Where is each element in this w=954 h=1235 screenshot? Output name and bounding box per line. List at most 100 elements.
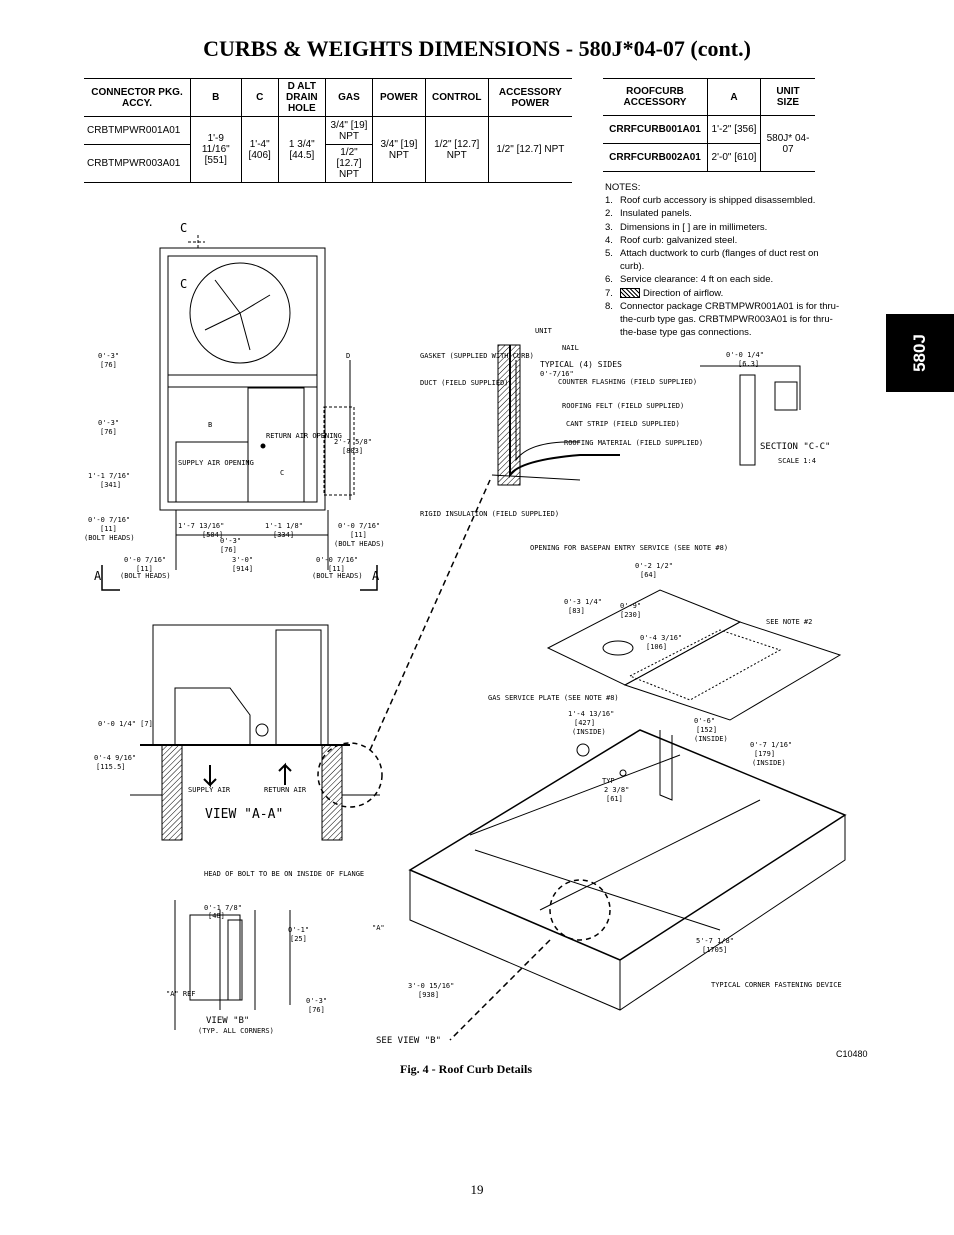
svg-text:0'-0 1/4": 0'-0 1/4" — [726, 351, 764, 359]
svg-text:[106]: [106] — [646, 643, 667, 651]
plan-view-outline — [159, 247, 326, 511]
svg-text:[76]: [76] — [100, 428, 117, 436]
fan-icon — [189, 262, 291, 364]
svg-text:RETURN AIR OPENING: RETURN AIR OPENING — [266, 432, 342, 440]
svg-text:0'-6": 0'-6" — [694, 717, 715, 725]
col-c: C — [240, 78, 279, 117]
svg-text:0'-7 1/16": 0'-7 1/16" — [750, 741, 792, 749]
svg-text:TYPICAL CORNER FASTENING DEVIC: TYPICAL CORNER FASTENING DEVICE — [711, 981, 842, 989]
svg-text:[1705]: [1705] — [702, 946, 727, 954]
col-a: A — [707, 78, 761, 116]
svg-text:(INSIDE): (INSIDE) — [572, 728, 606, 736]
svg-text:3'-0": 3'-0" — [232, 556, 253, 564]
dim-d: 1 3/4" [44.5] — [277, 116, 326, 183]
svg-text:2'-7 5/8": 2'-7 5/8" — [334, 438, 372, 446]
svg-text:SECTION "C-C": SECTION "C-C" — [760, 442, 830, 452]
svg-text:A: A — [94, 569, 102, 583]
svg-text:[11]: [11] — [136, 565, 153, 573]
svg-text:[76]: [76] — [308, 1006, 325, 1014]
svg-text:SEE NOTE #2: SEE NOTE #2 — [766, 618, 812, 626]
svg-text:0'-3 1/4": 0'-3 1/4" — [564, 598, 602, 606]
svg-text:0'-4 3/16": 0'-4 3/16" — [640, 634, 682, 642]
svg-text:GAS SERVICE PLATE (SEE NOTE #8: GAS SERVICE PLATE (SEE NOTE #8) — [488, 694, 619, 702]
svg-text:TYPICAL (4) SIDES: TYPICAL (4) SIDES — [540, 360, 622, 369]
svg-text:[115.5]: [115.5] — [96, 763, 126, 771]
svg-text:D: D — [346, 352, 350, 360]
svg-text:[427]: [427] — [574, 719, 595, 727]
svg-text:[938]: [938] — [418, 991, 439, 999]
col-b: B — [190, 78, 242, 117]
svg-text:0'-3": 0'-3" — [98, 419, 119, 427]
svg-text:0'-0 1/4" [7]: 0'-0 1/4" [7] — [98, 720, 153, 728]
svg-text:0'-0 7/16": 0'-0 7/16" — [316, 556, 358, 564]
col-accessory-power: ACCESSORY POWER — [487, 78, 572, 117]
roof-curb-drawing: C C B C D RETURN AIR OPENING SUPPLY AIR … — [84, 221, 847, 1046]
svg-text:(BOLT HEADS): (BOLT HEADS) — [334, 540, 385, 548]
svg-text:UNIT: UNIT — [535, 327, 553, 335]
svg-text:(BOLT HEADS): (BOLT HEADS) — [84, 534, 135, 542]
svg-text:SUPPLY AIR: SUPPLY AIR — [188, 786, 231, 794]
svg-text:HEAD OF BOLT TO BE ON INSIDE O: HEAD OF BOLT TO BE ON INSIDE OF FLANGE — [204, 870, 364, 878]
svg-text:[803]: [803] — [342, 447, 363, 455]
roofcurb-table: ROOFCURB ACCESSORY A UNIT SIZE CRRFCURB0… — [603, 78, 815, 172]
col-power: POWER — [372, 78, 426, 117]
col-connector: CONNECTOR PKG. ACCY. — [91, 86, 183, 109]
section-tab: 580J — [886, 314, 954, 392]
svg-text:CANT STRIP (FIELD SUPPLIED): CANT STRIP (FIELD SUPPLIED) — [566, 420, 680, 428]
svg-text:RETURN AIR: RETURN AIR — [264, 786, 307, 794]
svg-text:0'-0 7/16": 0'-0 7/16" — [124, 556, 166, 564]
svg-text:TYP: TYP — [602, 777, 615, 785]
svg-text:[11]: [11] — [350, 531, 367, 539]
section-c-label: C — [180, 221, 187, 235]
dim-a: 1'-2" [356] — [707, 115, 761, 144]
svg-text:VIEW "B": VIEW "B" — [206, 1016, 249, 1026]
svg-text:GASKET (SUPPLIED WITH CURB): GASKET (SUPPLIED WITH CURB) — [420, 352, 534, 360]
control-size: 1/2" [12.7] NPT — [424, 116, 489, 183]
col-roofcurb: ROOFCURB ACCESSORY — [623, 86, 687, 108]
table-row: CRBTMPWR003A01 1/2" [12.7] NPT — [84, 144, 572, 183]
svg-text:OPENING FOR BASEPAN ENTRY SERV: OPENING FOR BASEPAN ENTRY SERVICE (SEE N… — [530, 544, 728, 552]
svg-text:[504]: [504] — [202, 531, 223, 539]
figure-code: C10480 — [836, 1049, 868, 1059]
svg-text:[6.3]: [6.3] — [738, 360, 759, 368]
note-item: 5.Attach ductwork to curb (flanges of du… — [605, 248, 819, 273]
gas-size: 3/4" [19] NPT — [324, 116, 373, 145]
svg-text:0'-1": 0'-1" — [288, 926, 309, 934]
svg-text:C: C — [280, 469, 284, 477]
note-item: 7.Direction of airflow. — [605, 287, 724, 299]
note-item: 2.Insulated panels. — [605, 208, 692, 220]
accessory-power-size: 1/2" [12.7] NPT — [487, 116, 572, 183]
svg-text:[179]: [179] — [754, 750, 775, 758]
roofcurb-accessory: CRRFCURB001A01 — [603, 115, 708, 144]
svg-text:B: B — [208, 421, 212, 429]
svg-text:0'-9": 0'-9" — [620, 602, 641, 610]
supply-opening — [175, 441, 249, 503]
notes-heading: NOTES: — [605, 182, 641, 193]
svg-text:RIGID INSULATION (FIELD SUPPLI: RIGID INSULATION (FIELD SUPPLIED) — [420, 510, 559, 518]
svg-text:ROOFING MATERIAL (FIELD SUPPLI: ROOFING MATERIAL (FIELD SUPPLIED) — [564, 439, 703, 447]
svg-text:1'-1 7/16": 1'-1 7/16" — [88, 472, 130, 480]
detail-circle — [317, 742, 383, 808]
svg-text:(INSIDE): (INSIDE) — [752, 759, 786, 767]
svg-text:SUPPLY AIR OPENING: SUPPLY AIR OPENING — [178, 459, 254, 467]
connector-table: CONNECTOR PKG. ACCY. B C D ALT DRAIN HOL… — [84, 78, 572, 183]
svg-text:"A" REF: "A" REF — [166, 990, 196, 998]
table-row: CRBTMPWR001A01 1'-9 11/16" [551] 1'-4" [… — [84, 116, 572, 183]
svg-text:0'-0 7/16": 0'-0 7/16" — [338, 522, 380, 530]
svg-text:SCALE 1:4: SCALE 1:4 — [778, 457, 816, 465]
svg-text:VIEW "A-A": VIEW "A-A" — [205, 807, 283, 822]
note-item: 4.Roof curb: galvanized steel. — [605, 234, 738, 246]
svg-text:[61]: [61] — [606, 795, 623, 803]
note-item: 3.Dimensions in [ ] are in millimeters. — [605, 221, 768, 233]
dim-c: 1'-4" [406] — [240, 116, 279, 183]
page-number: 19 — [470, 1182, 484, 1197]
gas-size: 1/2" [12.7] NPT — [324, 144, 373, 183]
svg-text:[11]: [11] — [328, 565, 345, 573]
note-item: 6.Service clearance: 4 ft on each side. — [605, 274, 774, 286]
col-unit-size: UNIT SIZE — [760, 78, 815, 116]
col-control: CONTROL — [424, 78, 489, 117]
notes: NOTES: 1.Roof curb accessory is shipped … — [605, 181, 845, 339]
note-item: 1.Roof curb accessory is shipped disasse… — [605, 195, 816, 207]
svg-text:[25]: [25] — [290, 935, 307, 943]
svg-text:5'-7 1/8": 5'-7 1/8" — [696, 937, 734, 945]
